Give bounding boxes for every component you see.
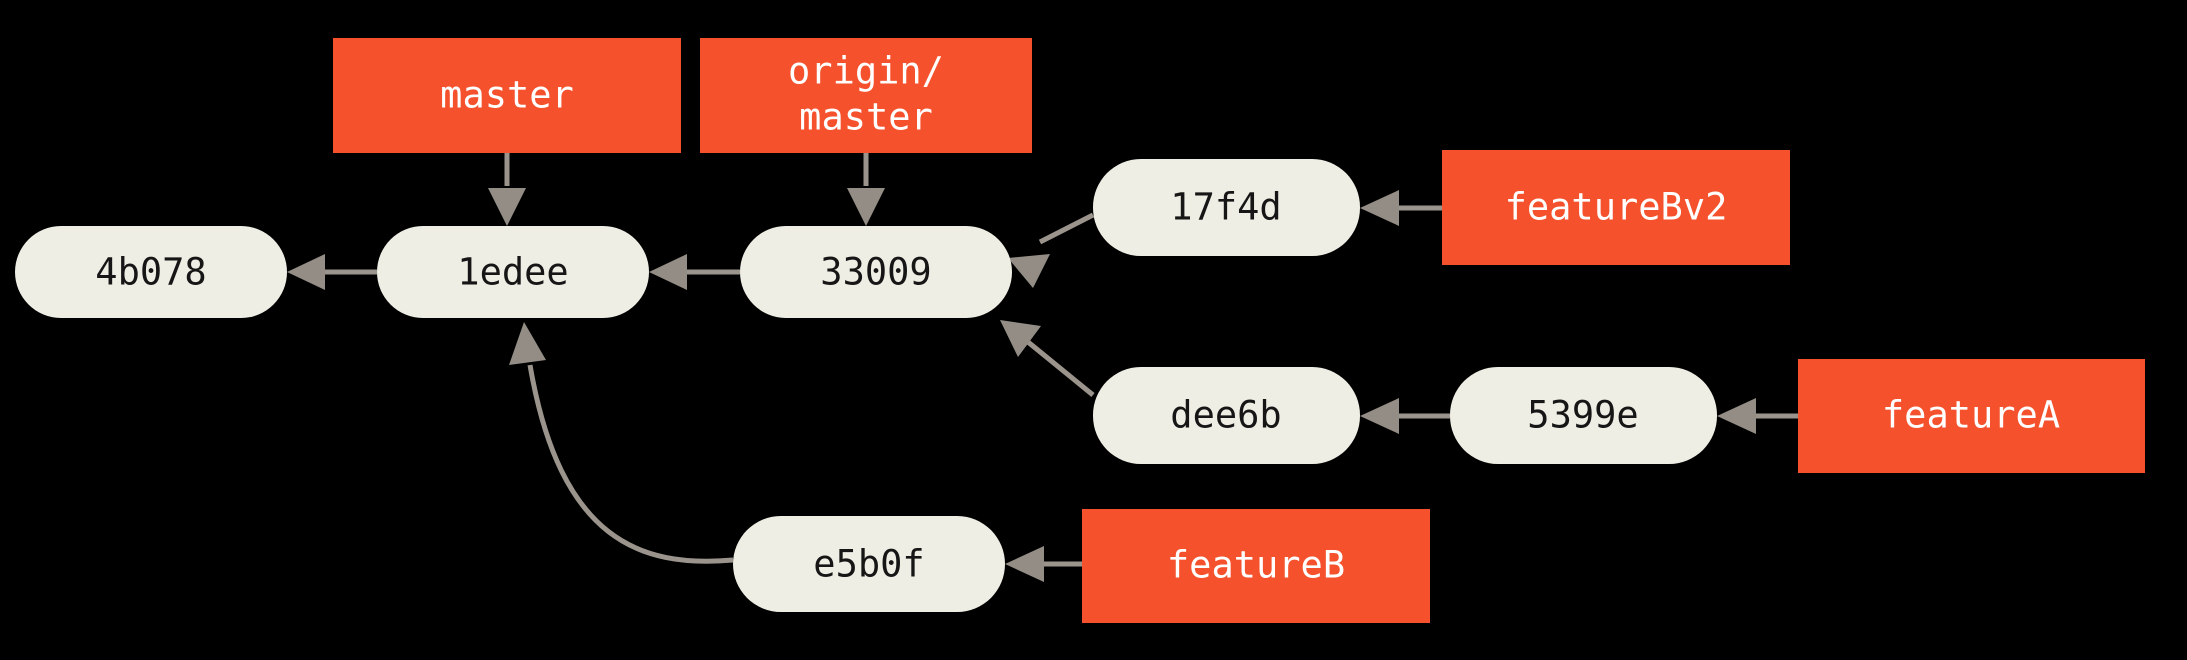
commit-node-5399e-label: 5399e: [1527, 394, 1638, 437]
edge-origin-master-to-33009: [847, 153, 885, 226]
edge-featureBv2-to-17f4d: [1360, 190, 1442, 226]
commit-node-e5b0f-shape: [733, 516, 1005, 612]
edges-layer: [287, 153, 1798, 582]
edge-17f4d-to-33009: [1008, 212, 1095, 288]
edge-master-to-1edee: [488, 153, 526, 226]
edge-e5b0f-to-1edee: [509, 322, 734, 564]
commit-node-dee6b[interactable]: dee6b: [1093, 367, 1360, 464]
ref-node-origin-master-shape: [700, 38, 1032, 153]
ref-node-master[interactable]: master: [333, 38, 681, 153]
edge-33009-to-1edee: [649, 254, 740, 290]
ref-node-featureB[interactable]: featureB: [1082, 509, 1430, 623]
edge-1edee-to-4b078: [287, 254, 377, 290]
ref-node-featureA-label: featureA: [1882, 394, 2060, 437]
ref-node-featureA-shape: [1798, 359, 2145, 473]
ref-node-featureBv2-label: featureBv2: [1505, 186, 1728, 229]
commit-node-1edee[interactable]: 1edee: [377, 226, 649, 318]
commit-node-dee6b-label: dee6b: [1170, 394, 1281, 437]
commit-node-17f4d-shape: [1093, 159, 1360, 256]
commit-node-33009-label: 33009: [820, 251, 931, 294]
ref-nodes-layer: master origin/ master featureBv2 feature…: [333, 38, 2145, 623]
commit-node-1edee-label: 1edee: [457, 251, 568, 294]
ref-node-featureB-label: featureB: [1167, 544, 1345, 587]
commit-node-dee6b-shape: [1093, 367, 1360, 464]
ref-node-featureBv2[interactable]: featureBv2: [1442, 150, 1790, 265]
ref-node-origin-master-label-line2: master: [799, 96, 933, 139]
commit-node-33009[interactable]: 33009: [740, 226, 1012, 318]
commit-node-17f4d-label: 17f4d: [1170, 186, 1281, 229]
edge-5399e-to-dee6b: [1360, 398, 1450, 434]
ref-node-origin-master-label-line1: origin/: [788, 50, 944, 93]
commit-node-5399e[interactable]: 5399e: [1450, 367, 1717, 464]
commit-node-4b078[interactable]: 4b078: [15, 226, 287, 318]
ref-node-origin-master[interactable]: origin/ master: [700, 38, 1032, 153]
ref-node-featureBv2-shape: [1442, 150, 1790, 265]
commit-node-4b078-label: 4b078: [95, 251, 206, 294]
ref-node-master-shape: [333, 38, 681, 153]
edge-featureA-to-5399e: [1717, 398, 1798, 434]
commit-node-e5b0f[interactable]: e5b0f: [733, 516, 1005, 612]
ref-node-master-label: master: [440, 74, 574, 117]
edge-featureB-to-e5b0f: [1005, 546, 1082, 582]
commit-node-4b078-shape: [15, 226, 287, 318]
edge-dee6b-to-33009: [1000, 320, 1095, 397]
commit-node-17f4d[interactable]: 17f4d: [1093, 159, 1360, 256]
commit-node-1edee-shape: [377, 226, 649, 318]
commit-nodes-layer: 4b078 1edee 33009 17f4d dee6b 5399e: [15, 159, 1717, 612]
commit-node-33009-shape: [740, 226, 1012, 318]
commit-node-5399e-shape: [1450, 367, 1717, 464]
commit-node-e5b0f-label: e5b0f: [813, 543, 924, 586]
ref-node-featureB-shape: [1082, 509, 1430, 623]
ref-node-featureA[interactable]: featureA: [1798, 359, 2145, 473]
